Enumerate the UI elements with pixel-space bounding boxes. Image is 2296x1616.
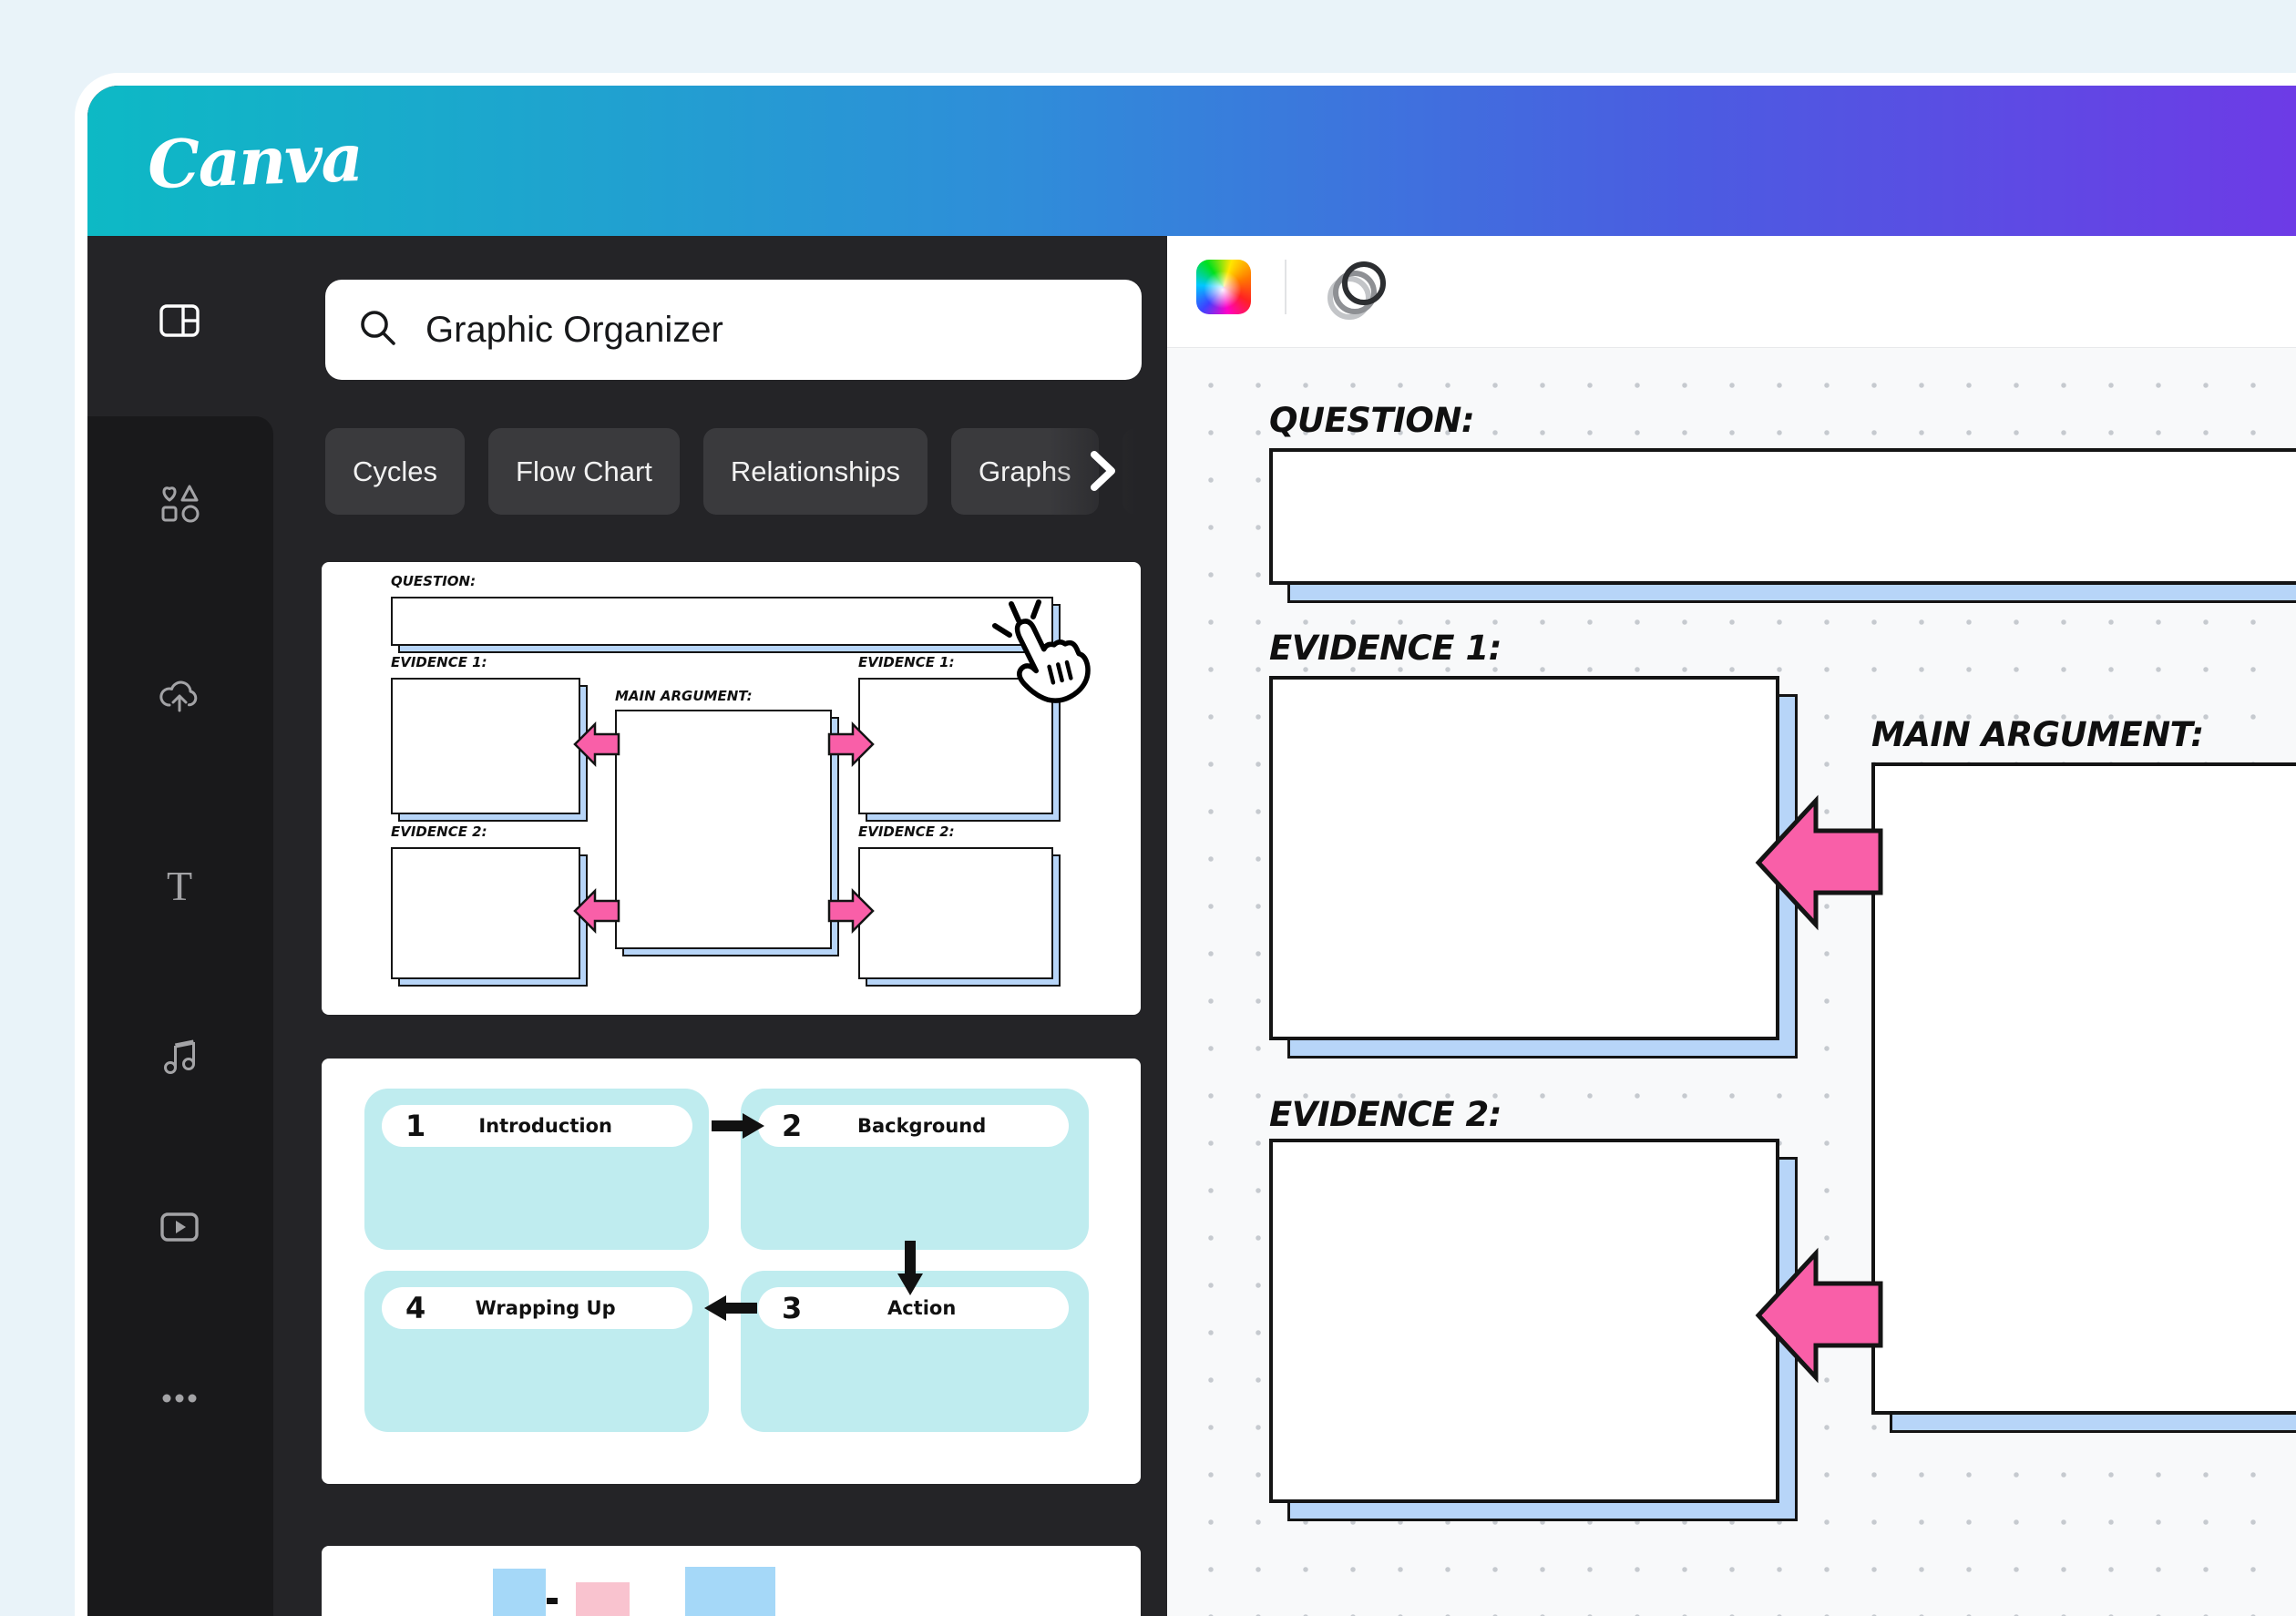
- editor-canvas-column: QUESTION: EVIDENCE 1: MAIN ARGUMENT: EVI…: [1167, 236, 2296, 1616]
- card1-evidence2-left-box: [391, 847, 588, 987]
- color-picker-swatch[interactable]: [1196, 260, 1251, 314]
- sidebar-item-design[interactable]: [154, 295, 205, 346]
- sidebar-item-audio[interactable]: [154, 1031, 205, 1082]
- canvas-question-label[interactable]: QUESTION:: [1269, 401, 1475, 440]
- search-icon: [356, 306, 400, 354]
- card1-main-argument-label: MAIN ARGUMENT:: [615, 688, 753, 704]
- card1-arrow-left2-icon: [573, 888, 620, 934]
- templates-panel: Cycles Flow Chart Relationships Graphs T…: [273, 236, 1167, 1616]
- chevron-right-icon: [1087, 451, 1120, 498]
- sidebar-item-uploads[interactable]: [154, 670, 205, 721]
- template-card-argument-map[interactable]: QUESTION: EVIDENCE 1: MAIN ARGUMENT: EVI…: [322, 562, 1141, 1015]
- template-card-sticky-notes[interactable]: Your awesome Your awesome: [322, 1546, 1141, 1616]
- chip-graphs[interactable]: Graphs: [951, 428, 1099, 515]
- card1-evidence1-left-box: [391, 678, 588, 822]
- canvas-evidence1-label[interactable]: EVIDENCE 1:: [1269, 629, 1502, 668]
- music-note-icon: [159, 1037, 200, 1077]
- rail-background: [87, 416, 273, 1616]
- more-dots-icon: [159, 1391, 200, 1406]
- app-window: Canva T: [75, 73, 2296, 1616]
- chips-scroll-right-button[interactable]: [1087, 447, 1123, 495]
- search-bar: [325, 280, 1142, 380]
- card3-note-blue-2: Your awesome: [685, 1567, 775, 1616]
- upload-cloud-icon: [158, 676, 201, 714]
- card1-arrow-right2-icon: [827, 888, 875, 934]
- canvas-question-box[interactable]: [1269, 448, 2296, 603]
- sidebar-rail: T: [87, 236, 273, 1616]
- canvas-toolbar: [1167, 236, 2296, 348]
- card1-evidence1-right-label: EVIDENCE 1:: [858, 654, 955, 670]
- canvas-main-argument-box[interactable]: [1871, 762, 2296, 1433]
- card2-step1-pill: 1 Introduction: [382, 1105, 692, 1147]
- card1-question-label: QUESTION:: [391, 573, 477, 589]
- card3-mini-arrow: [547, 1598, 558, 1604]
- card1-evidence2-right-box: [858, 847, 1061, 987]
- canva-logo[interactable]: Canva: [146, 118, 364, 204]
- template-card-flow-chart[interactable]: 1 Introduction 2 Background 4 Wrapping U…: [322, 1059, 1141, 1484]
- canvas-arrow-left-1-icon[interactable]: [1755, 793, 1884, 934]
- card2-arrow-right-icon: [712, 1113, 764, 1139]
- card2-step2-box: 2 Background: [741, 1089, 1089, 1250]
- canvas-evidence2-box[interactable]: [1269, 1139, 1798, 1521]
- filter-chips-row: Cycles Flow Chart Relationships Graphs T…: [325, 428, 1167, 515]
- canvas-main-argument-label[interactable]: MAIN ARGUMENT:: [1871, 715, 2204, 754]
- canvas-evidence1-box[interactable]: [1269, 676, 1798, 1059]
- chip-cycles[interactable]: Cycles: [325, 428, 466, 515]
- card2-step3-pill: 3 Action: [758, 1287, 1069, 1329]
- sidebar-item-more[interactable]: [154, 1373, 205, 1424]
- card3-note-pink: [576, 1582, 630, 1616]
- card3-note-blue-1: Your awesome: [493, 1569, 546, 1616]
- card2-arrow-left-icon: [704, 1295, 757, 1321]
- app-header: Canva: [87, 86, 2296, 236]
- search-input[interactable]: [424, 308, 1123, 352]
- card2-step3-box: 3 Action: [741, 1271, 1089, 1432]
- card1-evidence1-left-label: EVIDENCE 1:: [391, 654, 487, 670]
- card2-step4-pill: 4 Wrapping Up: [382, 1287, 692, 1329]
- templates-icon: [158, 301, 201, 341]
- card1-main-argument-box: [615, 710, 839, 956]
- elements-icon: [159, 483, 200, 525]
- card1-evidence2-left-label: EVIDENCE 2:: [391, 823, 487, 840]
- video-play-icon: [159, 1209, 200, 1245]
- card1-evidence1-right-box: [858, 678, 1061, 822]
- card1-arrow-right-icon: [827, 721, 875, 767]
- card1-evidence2-right-label: EVIDENCE 2:: [858, 823, 955, 840]
- canvas-dotted-area[interactable]: QUESTION: EVIDENCE 1: MAIN ARGUMENT: EVI…: [1167, 348, 2296, 1616]
- chip-relationships[interactable]: Relationships: [702, 428, 928, 515]
- click-cursor-icon: [992, 599, 1091, 703]
- sidebar-item-text[interactable]: T: [154, 861, 205, 912]
- chip-flow-chart[interactable]: Flow Chart: [488, 428, 680, 515]
- card2-step4-box: 4 Wrapping Up: [364, 1271, 709, 1432]
- transparency-icon[interactable]: [1320, 251, 1397, 332]
- sidebar-item-elements[interactable]: [154, 478, 205, 529]
- card1-question-box: [391, 597, 1061, 653]
- card2-arrow-down-icon: [897, 1241, 923, 1295]
- card1-arrow-left-icon: [573, 721, 620, 767]
- canvas-evidence2-label[interactable]: EVIDENCE 2:: [1269, 1095, 1502, 1134]
- text-icon: T: [166, 863, 193, 909]
- chip-truncated[interactable]: Ta: [1122, 428, 1167, 515]
- toolbar-divider: [1285, 260, 1286, 314]
- card2-step1-box: 1 Introduction: [364, 1089, 709, 1250]
- sidebar-item-videos[interactable]: [154, 1202, 205, 1253]
- canvas-arrow-left-2-icon[interactable]: [1755, 1245, 1884, 1386]
- card2-step2-pill: 2 Background: [758, 1105, 1069, 1147]
